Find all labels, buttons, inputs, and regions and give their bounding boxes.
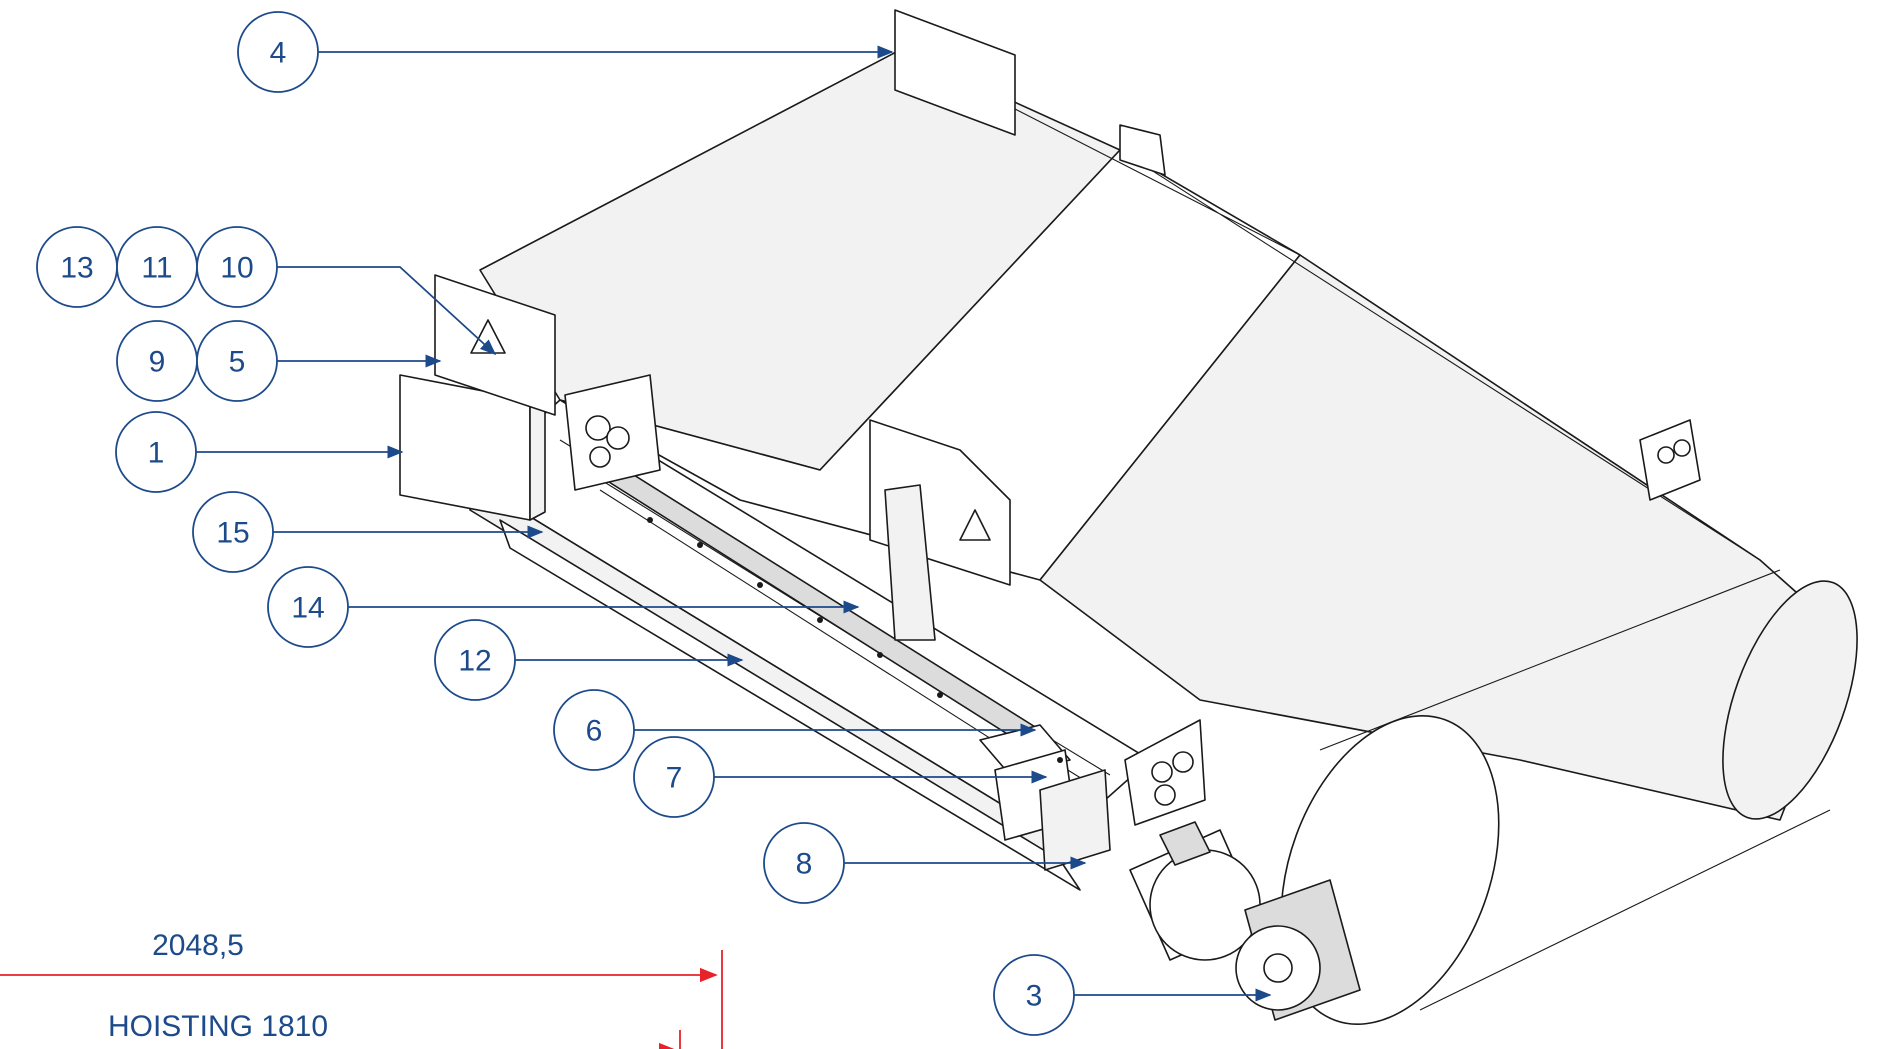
rear-right-lug-1 xyxy=(1119,124,1166,176)
dimension-hoisting: HOISTING 1810 xyxy=(108,1010,681,1049)
bolt-3 xyxy=(757,582,763,588)
balloon-8-label: 8 xyxy=(796,848,813,881)
balloon-12: 12 xyxy=(434,619,516,701)
balloon-13: 13 xyxy=(36,226,118,308)
bolt-4 xyxy=(817,617,823,623)
balloon-5-circle xyxy=(196,320,278,402)
balloon-10-label: 10 xyxy=(220,252,253,285)
leader-10 xyxy=(277,266,497,356)
motor-terminal-box xyxy=(1159,821,1211,866)
balloon-8-circle xyxy=(763,822,845,904)
balloon-6-circle xyxy=(553,689,635,771)
rear-lug-plate xyxy=(894,9,1016,136)
gearbox-shaft xyxy=(1263,953,1293,983)
balloon-13-label: 13 xyxy=(60,252,93,285)
centre-warning-triangle xyxy=(959,509,991,541)
balloon-6: 6 xyxy=(553,689,635,771)
balloon-7-label: 7 xyxy=(666,762,683,795)
balloon-15-label: 15 xyxy=(216,517,249,550)
balloon-5-label: 5 xyxy=(229,346,246,379)
bolt-1 xyxy=(647,517,653,523)
balloon-3-circle xyxy=(993,954,1075,1036)
balloon-14: 14 xyxy=(267,566,349,648)
balloon-6-label: 6 xyxy=(586,715,603,748)
head-drum-body xyxy=(1319,569,1831,1011)
dimension-hoisting-text: HOISTING 1810 xyxy=(108,1010,328,1043)
lower-frame xyxy=(499,519,1081,891)
balloon-14-circle xyxy=(267,566,349,648)
balloon-3-label: 3 xyxy=(1026,980,1043,1013)
left-bracket-hole-2 xyxy=(606,426,630,450)
bolt-7 xyxy=(1057,757,1063,763)
dimension-overall-text: 2048,5 xyxy=(152,929,244,962)
balloon-5: 5 xyxy=(196,320,278,402)
balloon-7-circle xyxy=(633,736,715,818)
right-bracket-hole-1 xyxy=(1151,761,1173,783)
balloon-9-label: 9 xyxy=(149,346,166,379)
balloon-1-label: 1 xyxy=(148,437,165,470)
balloon-10-circle xyxy=(196,226,278,308)
balloon-1-circle xyxy=(115,411,197,493)
balloon-4-circle xyxy=(237,11,319,93)
balloon-8: 8 xyxy=(763,822,845,904)
balloon-4: 4 xyxy=(237,11,319,93)
drive-block-8 xyxy=(1039,769,1111,871)
balloon-1: 1 xyxy=(115,411,197,493)
balloon-11-label: 11 xyxy=(141,252,172,285)
right-bracket-hole-3 xyxy=(1154,784,1176,806)
right-bracket-hole-2 xyxy=(1172,751,1194,773)
balloon-9: 9 xyxy=(116,320,198,402)
bolt-6 xyxy=(937,692,943,698)
rear-lug-hole-2 xyxy=(1673,439,1691,457)
balloon-12-circle xyxy=(434,619,516,701)
conveyor-assembly xyxy=(399,9,1858,1025)
rear-lug-hole-1 xyxy=(1657,446,1675,464)
balloon-12-label: 12 xyxy=(458,645,491,678)
leader-lines xyxy=(196,45,1272,1002)
left-bracket-hole-3 xyxy=(589,446,611,468)
balloon-3: 3 xyxy=(993,954,1075,1036)
balloon-11: 11 xyxy=(116,226,198,308)
balloon-15-circle xyxy=(192,491,274,573)
bolt-2 xyxy=(697,542,703,548)
balloon-10: 10 xyxy=(196,226,278,308)
bolt-5 xyxy=(877,652,883,658)
centre-pylon-leg xyxy=(884,484,936,641)
balloon-14-label: 14 xyxy=(291,592,324,625)
balloon-7: 7 xyxy=(633,736,715,818)
balloon-15: 15 xyxy=(192,491,274,573)
balloon-4-label: 4 xyxy=(270,37,287,70)
tail-drum-face xyxy=(1722,580,1858,820)
left-bracket-hole-1 xyxy=(585,415,611,441)
dimension-overall: 2048,5 xyxy=(0,929,723,1049)
